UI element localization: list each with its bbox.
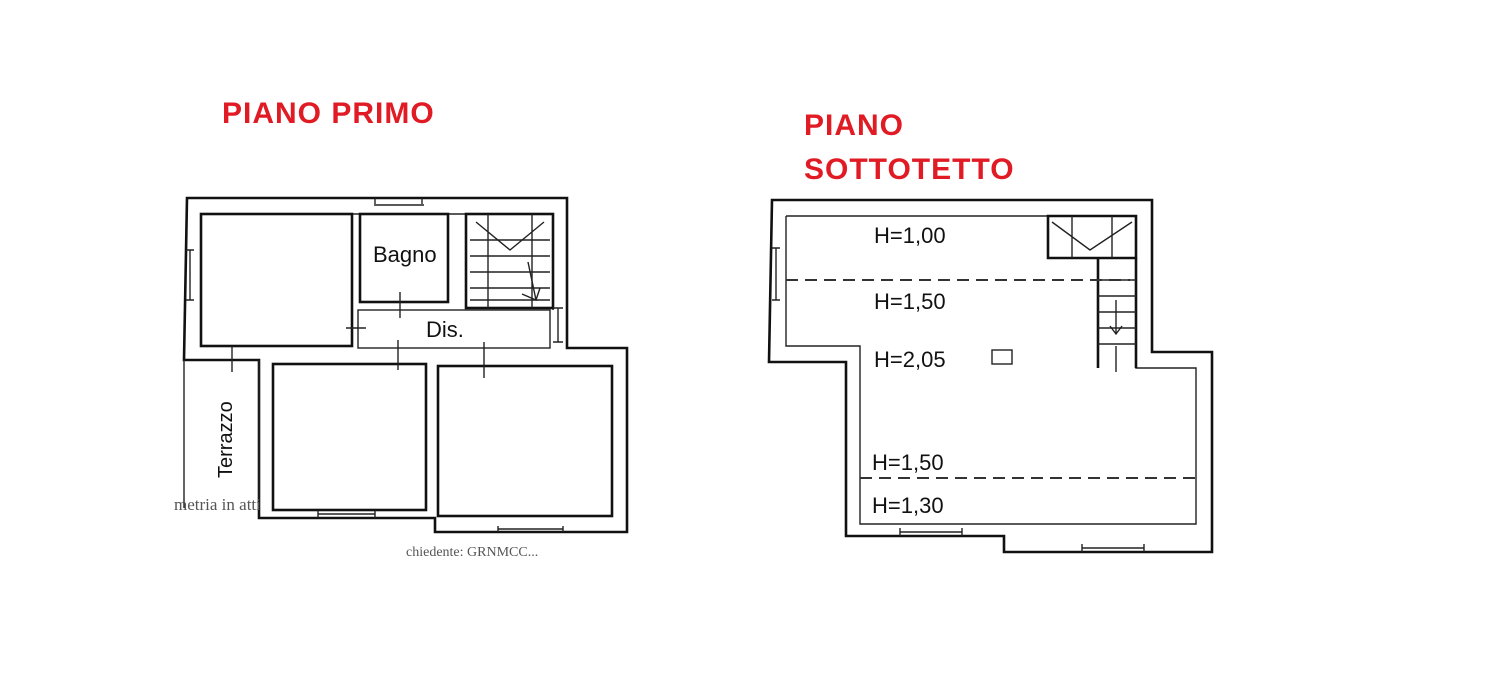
height-label-2: H=1,50: [874, 289, 946, 314]
corridor-dis: [357, 309, 551, 349]
scan-text-bottom-left: metria in atti: [174, 495, 261, 514]
height-label-3: H=2,05: [874, 347, 946, 372]
attic-title-line2: SOTTOTETTO: [804, 153, 1015, 186]
attic-plan: H=1,00 H=1,50 H=2,05 H=1,50 H=1,30: [767, 198, 1214, 554]
terrace-outline: [183, 360, 260, 508]
first-floor-plan: Bagno Dis. Terrazzo metria in atti chied…: [174, 196, 629, 560]
height-label-4: H=1,50: [872, 450, 944, 475]
terrazzo-label: Terrazzo: [215, 401, 237, 478]
height-label-5: H=1,30: [872, 493, 944, 518]
bagno-label: Bagno: [373, 242, 437, 267]
attic-title-line1: PIANO: [804, 109, 905, 142]
room-left: [199, 212, 354, 348]
bagno-room: [358, 212, 450, 304]
first-floor-title: PIANO PRIMO: [222, 97, 435, 130]
room-bottom-right: [436, 364, 614, 518]
stair-first-floor: [464, 212, 555, 310]
room-bottom-middle: [271, 362, 428, 512]
scan-text-bottom-center: chiedente: GRNMCC...: [406, 545, 538, 560]
dis-label: Dis.: [426, 317, 464, 342]
stair-attic: [1046, 214, 1138, 368]
height-label-1: H=1,00: [874, 223, 946, 248]
